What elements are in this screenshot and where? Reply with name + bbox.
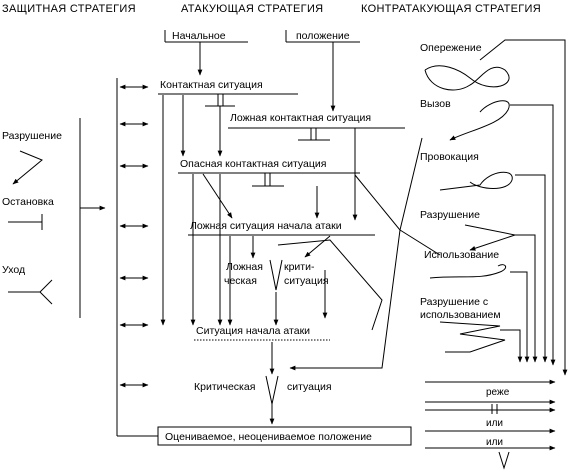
destruction-usage-glyph: [439, 321, 506, 353]
header-attacking-strategy: АТАКУЮЩАЯ СТРАТЕГИЯ: [181, 3, 323, 15]
initial-label: Начальное: [172, 30, 226, 42]
position-label: положение: [296, 30, 350, 42]
defensive-stop-label: Остановка: [2, 196, 54, 208]
counter-less-often-label: реже: [486, 387, 510, 398]
critical-situation-a: Критическая: [194, 381, 255, 393]
attack-long-links: [277, 137, 441, 371]
header-counter-strategy: КОНТРАТАКУЮЩАЯ СТРАТЕГИЯ: [361, 3, 541, 15]
false-critical-v-glyph: [269, 259, 283, 291]
false-contact-situation: Ложная контактная ситуация: [230, 112, 371, 124]
contact-situation: Контактная ситуация: [160, 79, 263, 91]
final-position-label: Оцениваемое, неоцениваемое положение: [165, 431, 372, 443]
counter-destruction-usage-label-2: использованием: [420, 309, 501, 321]
counter-provocation-label: Провокация: [420, 151, 479, 163]
attack-start-situation: Ситуация начала атаки: [196, 325, 310, 337]
counter-destruction-usage-label-1: Разрушение с: [420, 296, 488, 308]
dangerous-contact-situation: Опасная контактная ситуация: [180, 158, 326, 170]
anticipation-glyph: [424, 65, 510, 91]
counter-right-rails: [479, 39, 568, 376]
header-defensive-strategy: ЗАЩИТНАЯ СТРАТЕГИЯ: [2, 3, 136, 15]
counter-final-v-glyph: [498, 451, 510, 470]
counter-or-label-2: или: [486, 437, 503, 448]
bus-double-arrows: [119, 84, 149, 388]
defensive-destruction-glyph: [12, 150, 43, 185]
critical-v-glyph: [265, 375, 279, 405]
destruction-glyph: [464, 224, 517, 251]
attack-flow-arrows: [160, 95, 358, 425]
critical-situation-b: ситуация: [287, 381, 332, 393]
provocation-glyph: [439, 171, 513, 191]
defensive-withdraw-label: Уход: [2, 264, 25, 276]
false-critical-label-1: Ложная: [226, 261, 263, 273]
false-attack-start-situation: Ложная ситуация начала атаки: [190, 220, 342, 232]
critical-label-1: крити-: [284, 261, 315, 273]
counter-anticipation-label: Опережение: [420, 42, 482, 54]
usage-glyph: [429, 264, 507, 279]
counter-challenge-label: Вызов: [420, 98, 451, 110]
critical-label-2: ситуация: [284, 275, 329, 287]
counter-or-label-1: или: [486, 418, 503, 429]
counter-usage-label: Использование: [424, 249, 499, 261]
false-critical-label-2: ческая: [224, 275, 257, 287]
counter-destruction-label: Разрушение: [420, 209, 480, 221]
defensive-destruction-label: Разрушение: [2, 130, 62, 142]
challenge-glyph: [449, 100, 510, 141]
final-position-box: [157, 426, 412, 446]
